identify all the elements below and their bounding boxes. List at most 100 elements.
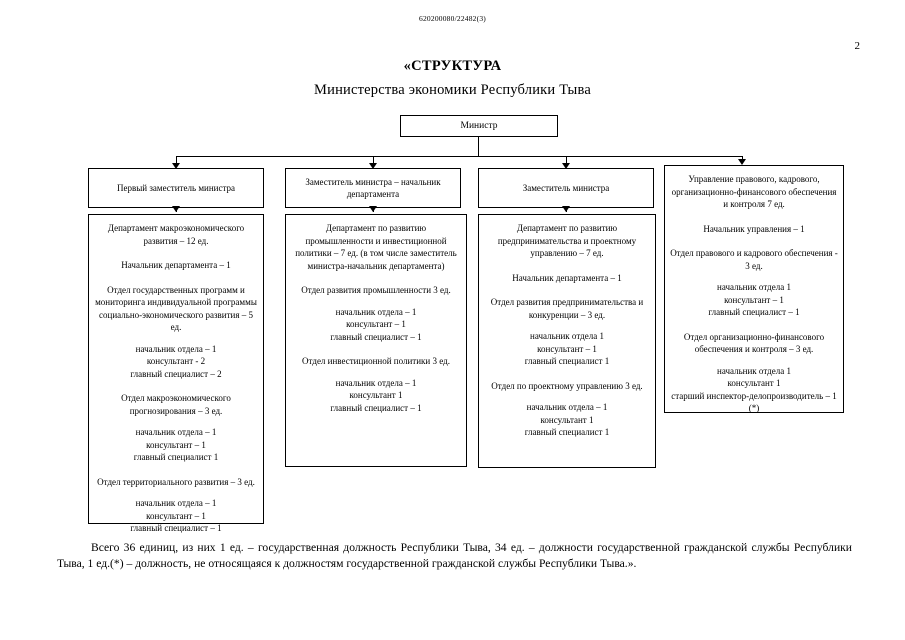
- staff-line: консультант 1: [727, 378, 781, 388]
- arrow-head-4: [738, 159, 746, 165]
- unit-heading: Департамент по развитию предпринимательс…: [497, 223, 637, 258]
- page-title: «СТРУКТУРА Министерства экономики Респуб…: [0, 58, 905, 99]
- unit-heading: Начальник управления – 1: [703, 223, 805, 234]
- staff-line: главный специалист – 1: [330, 402, 422, 413]
- node-deputy-minister-label: Заместитель министра: [522, 182, 610, 193]
- unit-heading: Отдел территориального развития – 3 ед.: [97, 476, 255, 487]
- staff-line: консультант – 1: [724, 294, 784, 305]
- spacer: [669, 211, 839, 223]
- arrow-head-1: [172, 163, 180, 169]
- staff-line: главный специалист – 1: [130, 523, 222, 533]
- arrow-head-3: [562, 163, 570, 169]
- title-line-2: Министерства экономики Республики Тыва: [314, 82, 591, 98]
- staff-line: начальник отдела – 1: [135, 427, 217, 437]
- node-minister-label: Министр: [460, 120, 498, 131]
- dept-box-entrepreneurship-project: Департамент по развитию предпринимательс…: [478, 214, 656, 468]
- spacer: [669, 235, 839, 247]
- staff-line: начальник отдела – 1: [526, 402, 608, 412]
- staff-list: начальник отдела – 1 консультант 1 главный…: [291, 377, 461, 415]
- unit-heading: Отдел организационно-финансового обеспеч…: [683, 331, 825, 355]
- node-deputy-minister: Заместитель министра: [478, 168, 654, 208]
- connector-bus: [176, 156, 742, 157]
- spacer: [669, 272, 839, 281]
- page-number: 2: [854, 40, 861, 52]
- unit-heading: Отдел макроэкономического прогнозировани…: [121, 393, 231, 416]
- unit-heading: Начальник департамента – 1: [512, 272, 622, 283]
- staff-list: начальник отдела – 1 консультант 1 главный…: [484, 401, 650, 439]
- staff-list: начальник отдела – 1 консультант – 1 главн…: [94, 497, 258, 535]
- staff-list: начальник отдела 1 консультант – 1 главный…: [669, 281, 839, 319]
- spacer: [484, 284, 650, 296]
- staff-line: главный специалист 1: [524, 356, 610, 366]
- spacer: [484, 321, 650, 330]
- staff-line: начальник отдела – 1: [335, 377, 417, 388]
- spacer: [291, 272, 461, 284]
- staff-list: начальник отдела – 1 консультант - 2 главн…: [94, 343, 258, 381]
- staff-line: консультант – 1: [146, 439, 206, 450]
- staff-line: главный специалист – 2: [130, 368, 222, 379]
- connector-drop-1: [176, 156, 177, 166]
- unit-heading: Отдел правового и кадрового обеспечения …: [670, 248, 838, 271]
- dept-box-industry-investment: Департамент по развитию промышленности и…: [285, 214, 467, 467]
- spacer: [94, 334, 258, 343]
- spacer: [291, 297, 461, 306]
- unit-heading: Отдел развития предпринимательства и кон…: [490, 297, 644, 320]
- staff-line: начальник отдела – 1: [335, 306, 417, 317]
- arrow-head-l3-2: [369, 206, 377, 212]
- unit-heading: Отдел по проектному управлению 3 ед.: [491, 380, 643, 391]
- staff-line: консультант 1: [349, 390, 403, 400]
- title-line-1: «СТРУКТУРА: [403, 58, 502, 74]
- arrow-head-2: [369, 163, 377, 169]
- spacer: [291, 343, 461, 355]
- staff-list: начальник отдела – 1 консультант – 1 главн…: [291, 306, 461, 344]
- spacer: [94, 380, 258, 392]
- staff-line: начальник отдела – 1: [135, 498, 217, 508]
- spacer: [94, 417, 258, 426]
- spacer: [484, 392, 650, 401]
- spacer: [669, 319, 839, 331]
- spacer: [94, 488, 258, 497]
- spacer: [94, 272, 258, 284]
- node-minister: Министр: [400, 115, 558, 137]
- dept-box-legal-hr-finance: Управление правового, кадрового, организ…: [664, 165, 844, 413]
- staff-line: главный специалист – 1: [708, 307, 800, 317]
- node-first-deputy-minister-label: Первый заместитель министра: [116, 182, 235, 193]
- staff-line: консультант – 1: [537, 343, 597, 354]
- staff-line: старший инспектор-делопроизводитель – 1 …: [671, 390, 837, 414]
- unit-heading: Отдел инвестиционной политики 3 ед.: [302, 356, 450, 366]
- staff-line: начальник отдела 1: [717, 365, 791, 376]
- staff-list: начальник отдела – 1 консультант – 1 главн…: [94, 426, 258, 464]
- staff-line: начальник отдела – 1: [135, 343, 217, 354]
- staff-line: консультант – 1: [346, 319, 406, 329]
- node-deputy-minister-dept-head-label: Заместитель министра – начальник департа…: [305, 176, 441, 200]
- footer-note: Всего 36 единиц, из них 1 ед. – государс…: [57, 541, 852, 570]
- arrow-head-l3-3: [562, 206, 570, 212]
- staff-line: консультант – 1: [146, 510, 206, 521]
- connector-drop-2: [373, 156, 374, 166]
- spacer: [669, 356, 839, 365]
- unit-heading: Отдел государственных программ и монитор…: [95, 284, 257, 333]
- arrow-head-l3-1: [172, 206, 180, 212]
- unit-heading: Управление правового, кадрового, организ…: [671, 174, 837, 209]
- document-code: 620200080/22482(3): [419, 14, 486, 23]
- spacer: [484, 368, 650, 380]
- staff-line: главный специалист 1: [524, 427, 610, 437]
- staff-list: начальник отдела 1 консультант 1 старший и…: [669, 365, 839, 415]
- node-deputy-minister-dept-head: Заместитель министра – начальник департа…: [285, 168, 461, 208]
- node-first-deputy-minister: Первый заместитель министра: [88, 168, 264, 208]
- connector-minister-stem: [478, 137, 479, 156]
- staff-line: консультант - 2: [146, 356, 206, 366]
- staff-line: главный специалист – 1: [330, 331, 422, 342]
- connector-drop-3: [566, 156, 567, 166]
- unit-heading: Начальник департамента – 1: [121, 260, 231, 270]
- staff-line: консультант 1: [540, 414, 594, 425]
- unit-heading: Отдел развития промышленности 3 ед.: [301, 285, 451, 295]
- spacer: [291, 368, 461, 377]
- unit-heading: Департамент макроэкономического развития…: [107, 223, 245, 246]
- staff-line: начальник отдела 1: [717, 282, 791, 292]
- staff-line: главный специалист 1: [133, 452, 219, 462]
- unit-heading: Департамент по развитию промышленности и…: [295, 223, 457, 271]
- spacer: [484, 260, 650, 272]
